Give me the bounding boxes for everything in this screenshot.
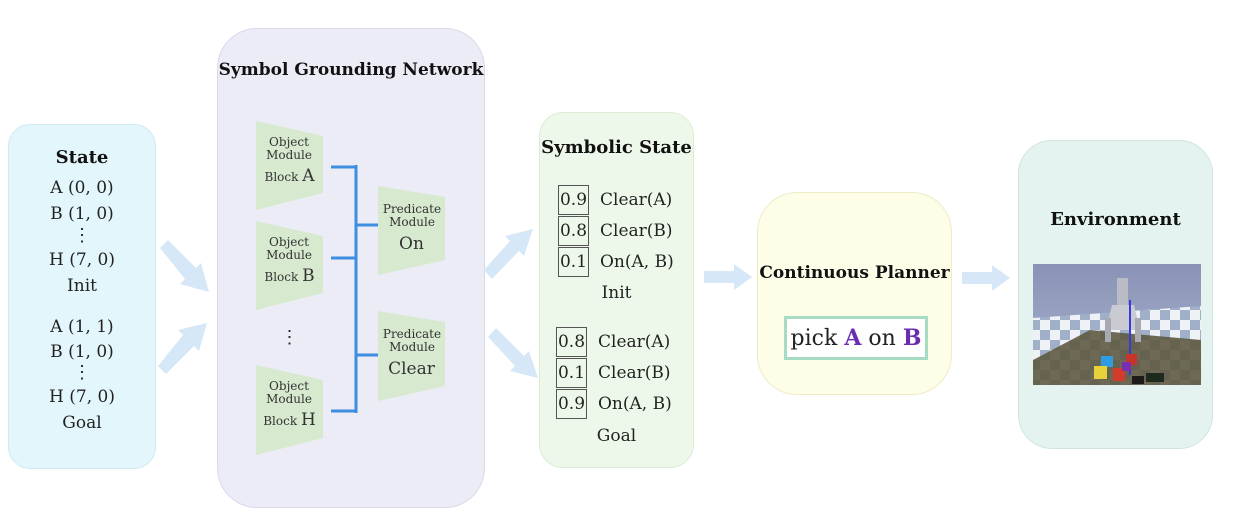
symbolic-state-panel — [539, 112, 694, 468]
object-module-h-shape — [256, 365, 323, 455]
symbolic-state-title: Symbolic State — [541, 137, 692, 158]
object-module-a: Object Module Block A — [256, 135, 323, 186]
action-preposition: on — [868, 326, 896, 351]
state-init-line: H (7, 0) — [49, 250, 115, 270]
predicate-module-clear-shape — [378, 311, 445, 401]
predicate-text: On(A, B) — [600, 252, 674, 272]
state-init-label: Init — [67, 276, 97, 296]
block-label: Block — [263, 414, 298, 428]
arrow-goal-to-sgn — [158, 323, 207, 374]
probability-value: 0.9 — [556, 389, 587, 419]
object-module-h: Object Module Block H — [256, 379, 323, 430]
object-module-b-shape — [256, 221, 323, 310]
arrow-sgn-to-symbolic-goal — [488, 328, 538, 378]
environment-title: Environment — [1050, 209, 1181, 230]
predicate-name: On — [399, 234, 424, 254]
continuous-planner-title: Continuous Planner — [759, 263, 950, 283]
planner-action-box: pick A on B — [784, 316, 928, 360]
arrow-symbolic-to-planner — [704, 264, 752, 290]
action-object: A — [844, 325, 862, 351]
symbolic-goal-label: Goal — [596, 426, 637, 446]
predicate-module-on: Predicate Module On — [378, 202, 445, 254]
predicate-module-clear: Predicate Module Clear — [378, 327, 445, 379]
object-module-b: Object Module Block B — [256, 235, 323, 286]
state-goal-label: Goal — [62, 413, 102, 433]
block-letter: H — [300, 410, 316, 430]
arrow-planner-to-environment — [962, 265, 1010, 291]
predicate-text: Clear(A) — [600, 190, 673, 210]
state-init-line: A (0, 0) — [50, 178, 114, 198]
probability-value: 0.8 — [558, 216, 589, 246]
state-goal-ellipsis: ⋮ — [73, 362, 91, 383]
object-module-a-shape — [256, 121, 323, 210]
state-goal-line: B (1, 0) — [50, 342, 114, 362]
arrow-sgn-to-symbolic-init — [484, 229, 533, 279]
continuous-planner-panel — [757, 192, 952, 395]
block-label: Block — [264, 170, 299, 184]
block-letter: A — [302, 166, 315, 186]
block-letter: B — [302, 266, 315, 286]
module-connectors — [331, 165, 378, 413]
predicate-name: Clear — [388, 359, 435, 379]
state-init-ellipsis: ⋮ — [73, 225, 91, 246]
state-title: State — [55, 147, 109, 168]
predicate-text: On(A, B) — [598, 394, 672, 414]
state-panel — [8, 124, 156, 469]
arrow-init-to-sgn — [160, 240, 209, 292]
action-target: B — [902, 325, 922, 351]
object-module-label: Object Module — [266, 135, 312, 162]
predicate-module-label: Predicate Module — [382, 327, 442, 354]
predicate-text: Clear(A) — [598, 332, 671, 352]
object-modules-ellipsis: ⋮ — [280, 327, 299, 348]
state-goal-line: H (7, 0) — [49, 387, 115, 407]
probability-value: 0.8 — [556, 327, 587, 357]
predicate-module-on-shape — [378, 186, 445, 275]
object-module-label: Object Module — [266, 379, 312, 406]
sgn-title: Symbol Grounding Network — [218, 60, 484, 80]
block-label: Block — [264, 270, 299, 284]
symbolic-init-label: Init — [601, 283, 632, 303]
probability-value: 0.1 — [558, 247, 589, 277]
object-module-label: Object Module — [266, 235, 312, 262]
state-init-line: B (1, 0) — [50, 204, 114, 224]
action-verb: pick — [790, 326, 838, 351]
environment-scene-image — [1033, 264, 1201, 385]
predicate-text: Clear(B) — [598, 363, 671, 383]
state-goal-line: A (1, 1) — [50, 317, 114, 337]
predicate-module-label: Predicate Module — [382, 202, 442, 229]
probability-value: 0.1 — [556, 358, 587, 388]
predicate-text: Clear(B) — [600, 221, 673, 241]
probability-value: 0.9 — [558, 185, 589, 215]
